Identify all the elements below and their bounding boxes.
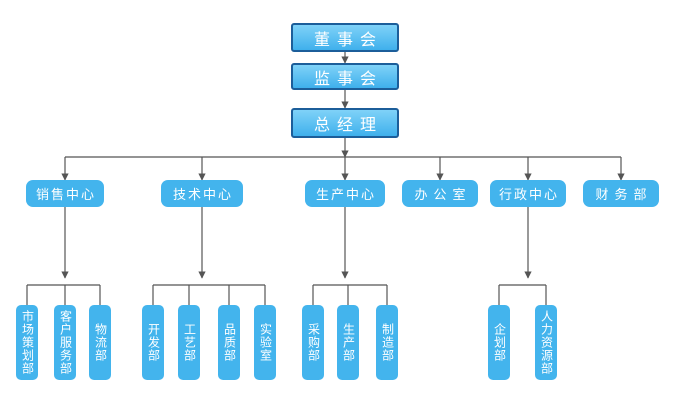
supervisors-box: 监事会 xyxy=(291,63,399,90)
dept-tech-center: 技术中心 xyxy=(161,180,243,207)
unit-process: 工艺部 xyxy=(178,305,200,380)
unit-marketing-planning: 市场策划部 xyxy=(16,305,38,380)
unit-customer-service: 客户服务部 xyxy=(54,305,76,380)
dept-admin-center: 行政中心 xyxy=(490,180,566,207)
board-box: 董事会 xyxy=(291,23,399,52)
general-manager-box: 总经理 xyxy=(291,108,399,138)
unit-laboratory: 实验室 xyxy=(254,305,276,380)
dept-office: 办公室 xyxy=(402,180,478,207)
unit-production: 生产部 xyxy=(337,305,359,380)
unit-manufacturing: 制造部 xyxy=(376,305,398,380)
unit-human-resources: 人力资源部 xyxy=(535,305,557,380)
dept-production-center: 生产中心 xyxy=(305,180,385,207)
dept-finance: 财务部 xyxy=(583,180,659,207)
unit-quality: 品质部 xyxy=(218,305,240,380)
unit-development: 开发部 xyxy=(142,305,164,380)
unit-planning: 企划部 xyxy=(488,305,510,380)
dept-sales-center: 销售中心 xyxy=(26,180,104,207)
unit-purchasing: 采购部 xyxy=(302,305,324,380)
unit-logistics: 物流部 xyxy=(89,305,111,380)
